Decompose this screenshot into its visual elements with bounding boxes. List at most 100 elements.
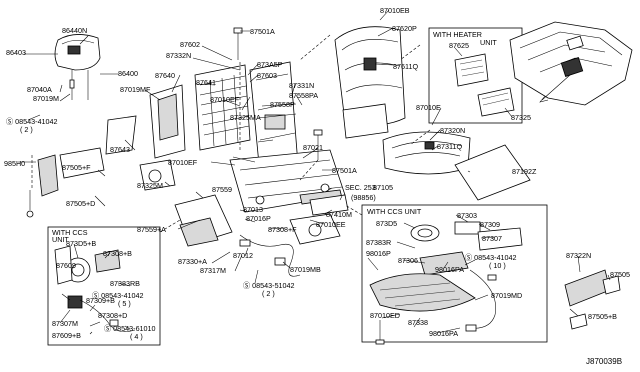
with-ccs-unit-label-right: WITH CCS UNIT <box>367 207 422 216</box>
label-sec-253-ref: (98856) <box>351 193 376 202</box>
label-87308F: 87308+F <box>268 225 297 234</box>
label-87559: 87559 <box>212 185 232 194</box>
harness-87019MB <box>239 234 301 277</box>
bolts <box>26 27 385 345</box>
label-87311Q: 87311Q <box>437 142 462 151</box>
label-87192Z: 87192Z <box>512 167 537 176</box>
label-08543-41042-left-qty: ( 5 ) <box>118 299 131 308</box>
label-87317M: 87317M <box>200 266 226 275</box>
label-98016PA-a: 98016PA <box>435 265 464 274</box>
with-ccs-unit-box-right <box>361 204 548 343</box>
label-873D5B: 873D5+B <box>66 239 96 248</box>
label-87021: 87021 <box>303 143 323 152</box>
label-87501A-mid: 87501A <box>332 166 357 175</box>
label-873A5P: 873A5P <box>257 60 283 69</box>
label-08543-61010-qty: ( 4 ) <box>130 332 143 341</box>
label-985H0: 985H0 <box>4 159 25 168</box>
label-87620P: 87620P <box>392 24 417 33</box>
label-87019MB: 87019MB <box>290 265 321 274</box>
seat-cushion <box>382 131 471 175</box>
seat-cover-87192Z <box>454 144 531 201</box>
back-pad-87019MF <box>157 93 179 141</box>
label-87040A: 87040A <box>27 85 52 94</box>
label-sec-253: SEC. 253 <box>345 183 376 192</box>
label-87019M: 87019M <box>33 94 59 103</box>
label-87330A: 87330+A <box>178 257 207 266</box>
label-08543-41042-top: Ⓢ 08543-41042 <box>6 117 58 126</box>
label-08543-41042-left: Ⓢ 08543-41042 <box>92 291 144 300</box>
label-87559A: 87559+A <box>137 225 166 234</box>
with-ccs-unit-label-left: WITH CCS <box>52 228 88 237</box>
label-87640: 87640 <box>155 71 175 80</box>
label-87501A-top: 87501A <box>250 27 275 36</box>
label-98016PA-b: 98016PA <box>429 329 458 338</box>
label-87306: 87306 <box>398 256 418 265</box>
label-87019MF: 87019MF <box>120 85 151 94</box>
label-08543-41042-right-qty: ( 10 ) <box>489 261 506 270</box>
label-87383R: 87383R <box>366 238 391 247</box>
label-87010EB: 87010EB <box>380 6 410 15</box>
label-87325MA: 87325MA <box>230 113 261 122</box>
label-87643: 87643 <box>110 145 130 154</box>
label-86403: 86403 <box>6 48 26 57</box>
label-87331N: 87331N <box>289 81 314 90</box>
diagram-code: J870039B <box>586 357 622 366</box>
label-87505B: 87505+B <box>588 312 617 321</box>
label-87609-a: 87609 <box>56 261 76 270</box>
label-86440N: 86440N <box>62 26 87 35</box>
label-87505D: 87505+D <box>66 199 95 208</box>
label-87010EE: 87010EE <box>316 220 346 229</box>
label-87505-right: 87505 <box>610 270 630 279</box>
back-board-87643 <box>105 115 137 155</box>
label-87012: 87012 <box>233 251 253 260</box>
label-87320N: 87320N <box>440 126 465 135</box>
heater-mat-87625 <box>454 53 489 87</box>
label-87010EF-a: 87010EF <box>210 95 240 104</box>
label-87602: 87602 <box>180 40 200 49</box>
label-86400: 86400 <box>118 69 138 78</box>
label-87309B: 87309+B <box>86 296 115 305</box>
seat-back-frame <box>249 61 299 176</box>
label-08543-41042-right: Ⓢ 08543-41042 <box>465 253 517 262</box>
trim-87505F <box>59 147 105 179</box>
label-87016P: 87016P <box>246 214 271 223</box>
ccs-unit-left-parts <box>54 245 136 332</box>
side-trim-985H0 <box>37 154 59 197</box>
reference-lines <box>31 34 431 233</box>
label-08543-41042-top-qty: ( 2 ) <box>20 125 33 134</box>
label-08543-51042-qty: ( 2 ) <box>262 289 275 298</box>
label-87308D: 87308+D <box>98 311 127 320</box>
module-87410M <box>309 194 349 216</box>
label-98016P: 98016P <box>366 249 391 258</box>
trim-87322N <box>564 269 611 307</box>
label-87325: 87325 <box>511 113 531 122</box>
spring-frame-87641 <box>194 64 251 151</box>
with-ccs-unit-label-left-2: UNIT <box>52 235 69 244</box>
label-87309-right: 87309 <box>480 220 500 229</box>
label-87322N: 87322N <box>566 251 591 260</box>
trim-87330A <box>179 217 219 247</box>
back-mat-87325MA <box>342 103 389 139</box>
label-87611Q: 87611Q <box>393 62 418 71</box>
label-87558P: 87558P <box>270 100 295 109</box>
with-ccs-unit-box-left <box>47 226 161 346</box>
vehicle-thumbnail <box>509 21 633 106</box>
label-87505F: 87505+F <box>62 163 91 172</box>
leader-lines <box>18 9 611 335</box>
label-87307: 87307 <box>482 234 502 243</box>
label-87383RB: 87383RB <box>110 279 140 288</box>
headrest <box>54 34 101 100</box>
label-87325M: 87325M <box>137 181 163 190</box>
label-08543-61010: Ⓢ 08543-61010 <box>104 324 156 333</box>
label-08543-51042: Ⓢ 08543-51042 <box>243 281 295 290</box>
label-87013: 87013 <box>243 205 263 214</box>
label-87641: 87641 <box>196 78 216 87</box>
label-87609B: 87609+B <box>52 331 81 340</box>
label-87332N: 87332N <box>166 51 191 60</box>
label-87338: 87338 <box>408 318 428 327</box>
label-87603: 87603 <box>257 71 277 80</box>
label-87010ED: 87010ED <box>370 311 400 320</box>
ccs-unit-right-parts <box>369 221 523 332</box>
with-heater-unit-label-2: UNIT <box>480 38 497 47</box>
